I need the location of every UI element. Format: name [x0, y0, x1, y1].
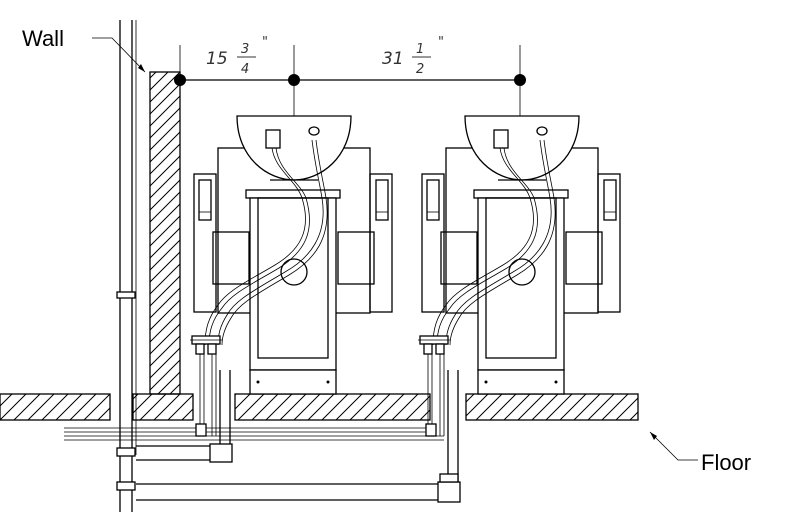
floor [0, 393, 639, 421]
wall-label: Wall [22, 26, 64, 51]
dimension-1-denominator: 4 [241, 62, 249, 77]
wall-callout: Wall [22, 26, 146, 73]
dimension-2-whole: 31 [382, 49, 404, 69]
dimension-1-whole: 15 [206, 49, 228, 69]
valves-station-1 [190, 335, 222, 355]
floor-callout: Floor [649, 431, 751, 475]
wall [116, 20, 181, 512]
dimension-2-numerator: 1 [416, 42, 424, 57]
dimension-31-1-2: 31 1 2 " [382, 35, 444, 77]
piping [64, 354, 461, 503]
dimension-2-unit: " [438, 35, 444, 50]
dimension-1-numerator: 3 [241, 42, 249, 57]
wash-station-2 [421, 115, 621, 395]
valves-station-2 [418, 335, 450, 355]
dimension-15-3-4: 15 3 4 " [206, 35, 268, 77]
floor-label: Floor [701, 450, 751, 475]
dimension-2-denominator: 2 [416, 62, 424, 77]
wash-station-1 [193, 115, 393, 395]
dimension-line [174, 45, 526, 118]
dimension-1-unit: " [262, 35, 268, 50]
